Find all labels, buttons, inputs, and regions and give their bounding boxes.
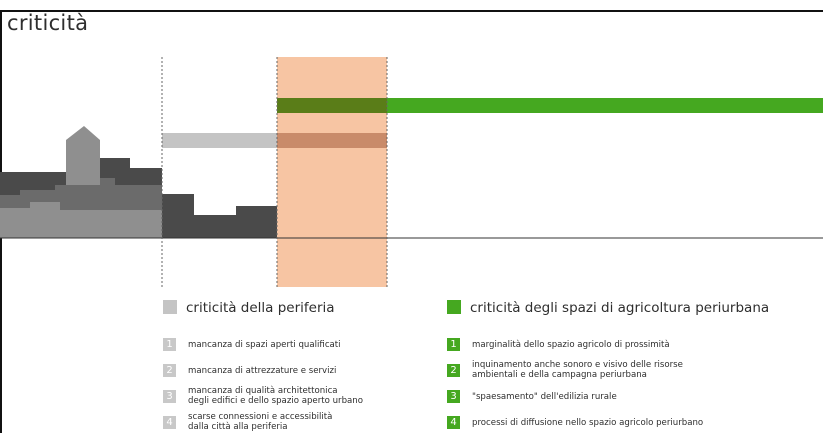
agriculture-item-number: 4	[447, 416, 460, 429]
periphery-item-text: mancanza di attrezzature e servizi	[188, 366, 337, 376]
agriculture-item-text: "spaesamento" dell'edilizia rurale	[472, 392, 617, 402]
agriculture-item-number: 1	[447, 338, 460, 351]
agriculture-item-text: processi di diffusione nello spazio agri…	[472, 418, 704, 428]
periphery-item-number: 4	[163, 416, 176, 429]
periphery-legend-swatch	[163, 300, 177, 314]
periphery-criticality-bar	[162, 133, 277, 148]
agriculture-item-text: inquinamento anche sonoro e visivo delle…	[472, 360, 683, 380]
city-silhouette	[0, 126, 277, 238]
agriculture-legend-heading: criticità degli spazi di agricoltura per…	[470, 300, 770, 316]
page-title: criticità	[7, 11, 89, 35]
agriculture-legend-swatch	[447, 300, 461, 314]
periphery-item-number: 2	[163, 364, 176, 377]
city-front-building	[0, 202, 162, 238]
city-tower	[66, 126, 100, 196]
agriculture-criticality-bar	[387, 98, 823, 113]
transition-band	[277, 57, 387, 287]
periphery-overlap-bar	[277, 133, 387, 148]
periphery-item-text: mancanza di spazi aperti qualificati	[188, 340, 341, 350]
periphery-buildings	[162, 194, 277, 238]
periphery-item-number: 1	[163, 338, 176, 351]
periphery-item-number: 3	[163, 390, 176, 403]
periphery-item-text: scarse connessioni e accessibilità dalla…	[188, 412, 333, 432]
agriculture-item-number: 2	[447, 364, 460, 377]
periphery-legend-heading: criticità della periferia	[186, 300, 335, 316]
agriculture-item-number: 3	[447, 390, 460, 403]
agriculture-item-text: marginalità dello spazio agricolo di pro…	[472, 340, 670, 350]
periphery-item-text: mancanza di qualità architettonica degli…	[188, 386, 364, 406]
agriculture-overlap-bar	[277, 98, 387, 113]
frame-top-border	[0, 10, 823, 12]
